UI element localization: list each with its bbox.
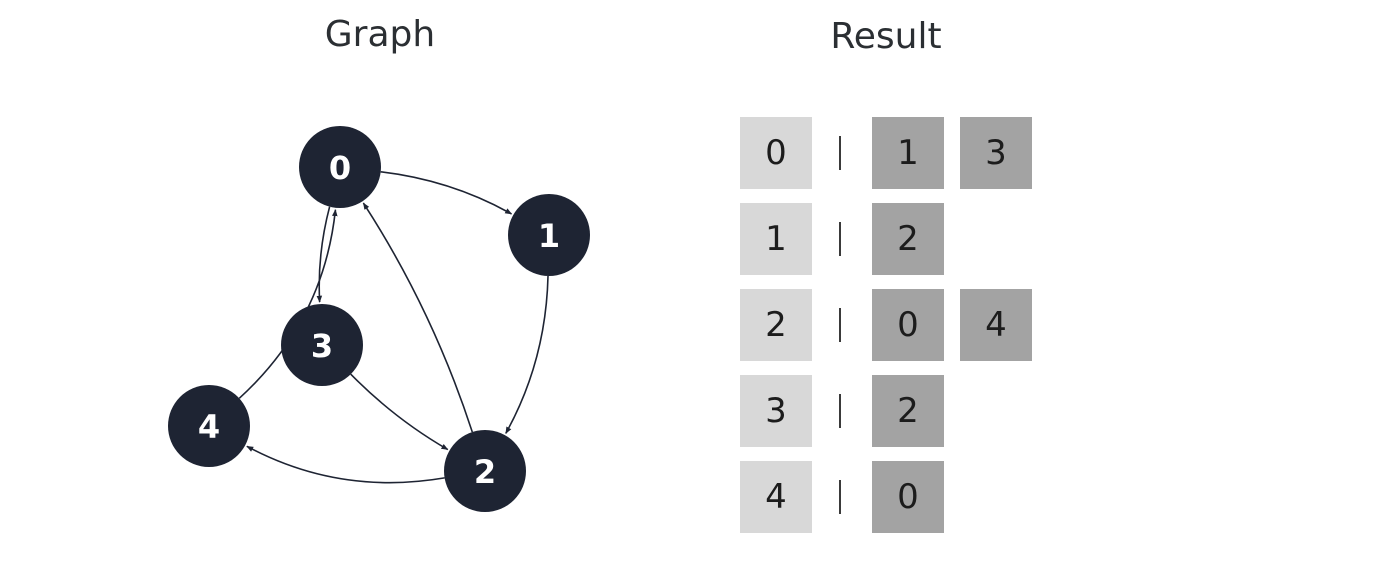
edge-2-to-0 (362, 202, 474, 433)
edge-3-to-2 (350, 373, 449, 451)
neighbor-cell: 0 (872, 289, 944, 361)
node-label: 4 (198, 408, 220, 446)
node-circle (508, 194, 590, 276)
node-circle (168, 385, 250, 467)
node-circle (444, 430, 526, 512)
vertex-key-cell: 2 (740, 289, 812, 361)
graph-node-0: 0 (299, 126, 381, 208)
vertex-key-cell: 1 (740, 203, 812, 275)
edge-1-to-2 (505, 275, 549, 434)
node-label: 2 (474, 453, 496, 491)
edge-0-to-3 (316, 206, 331, 303)
edge-2-to-4 (246, 445, 445, 484)
node-label: 0 (329, 149, 351, 187)
row-separator (839, 394, 841, 428)
graph-diagram: 0 1 2 3 4 (168, 126, 590, 512)
neighbor-cell: 2 (872, 375, 944, 447)
graph-node-1: 1 (508, 194, 590, 276)
vertex-key-cell: 0 (740, 117, 812, 189)
neighbor-cell: 3 (960, 117, 1032, 189)
row-separator (839, 480, 841, 514)
vertex-key-cell: 4 (740, 461, 812, 533)
node-label: 3 (311, 327, 333, 365)
graph-node-2: 2 (444, 430, 526, 512)
neighbor-cell: 1 (872, 117, 944, 189)
vertex-key-cell: 3 (740, 375, 812, 447)
node-label: 1 (538, 217, 560, 255)
row-separator (839, 222, 841, 256)
row-separator (839, 136, 841, 170)
graph-node-3: 3 (281, 304, 363, 386)
result-title: Result (830, 16, 942, 57)
node-circle (299, 126, 381, 208)
neighbor-cell: 0 (872, 461, 944, 533)
edge-0-to-1 (380, 170, 513, 215)
neighbor-cell: 2 (872, 203, 944, 275)
row-separator (839, 308, 841, 342)
neighbor-cell: 4 (960, 289, 1032, 361)
graph-node-4: 4 (168, 385, 250, 467)
graph-title: Graph (324, 14, 436, 55)
node-circle (281, 304, 363, 386)
